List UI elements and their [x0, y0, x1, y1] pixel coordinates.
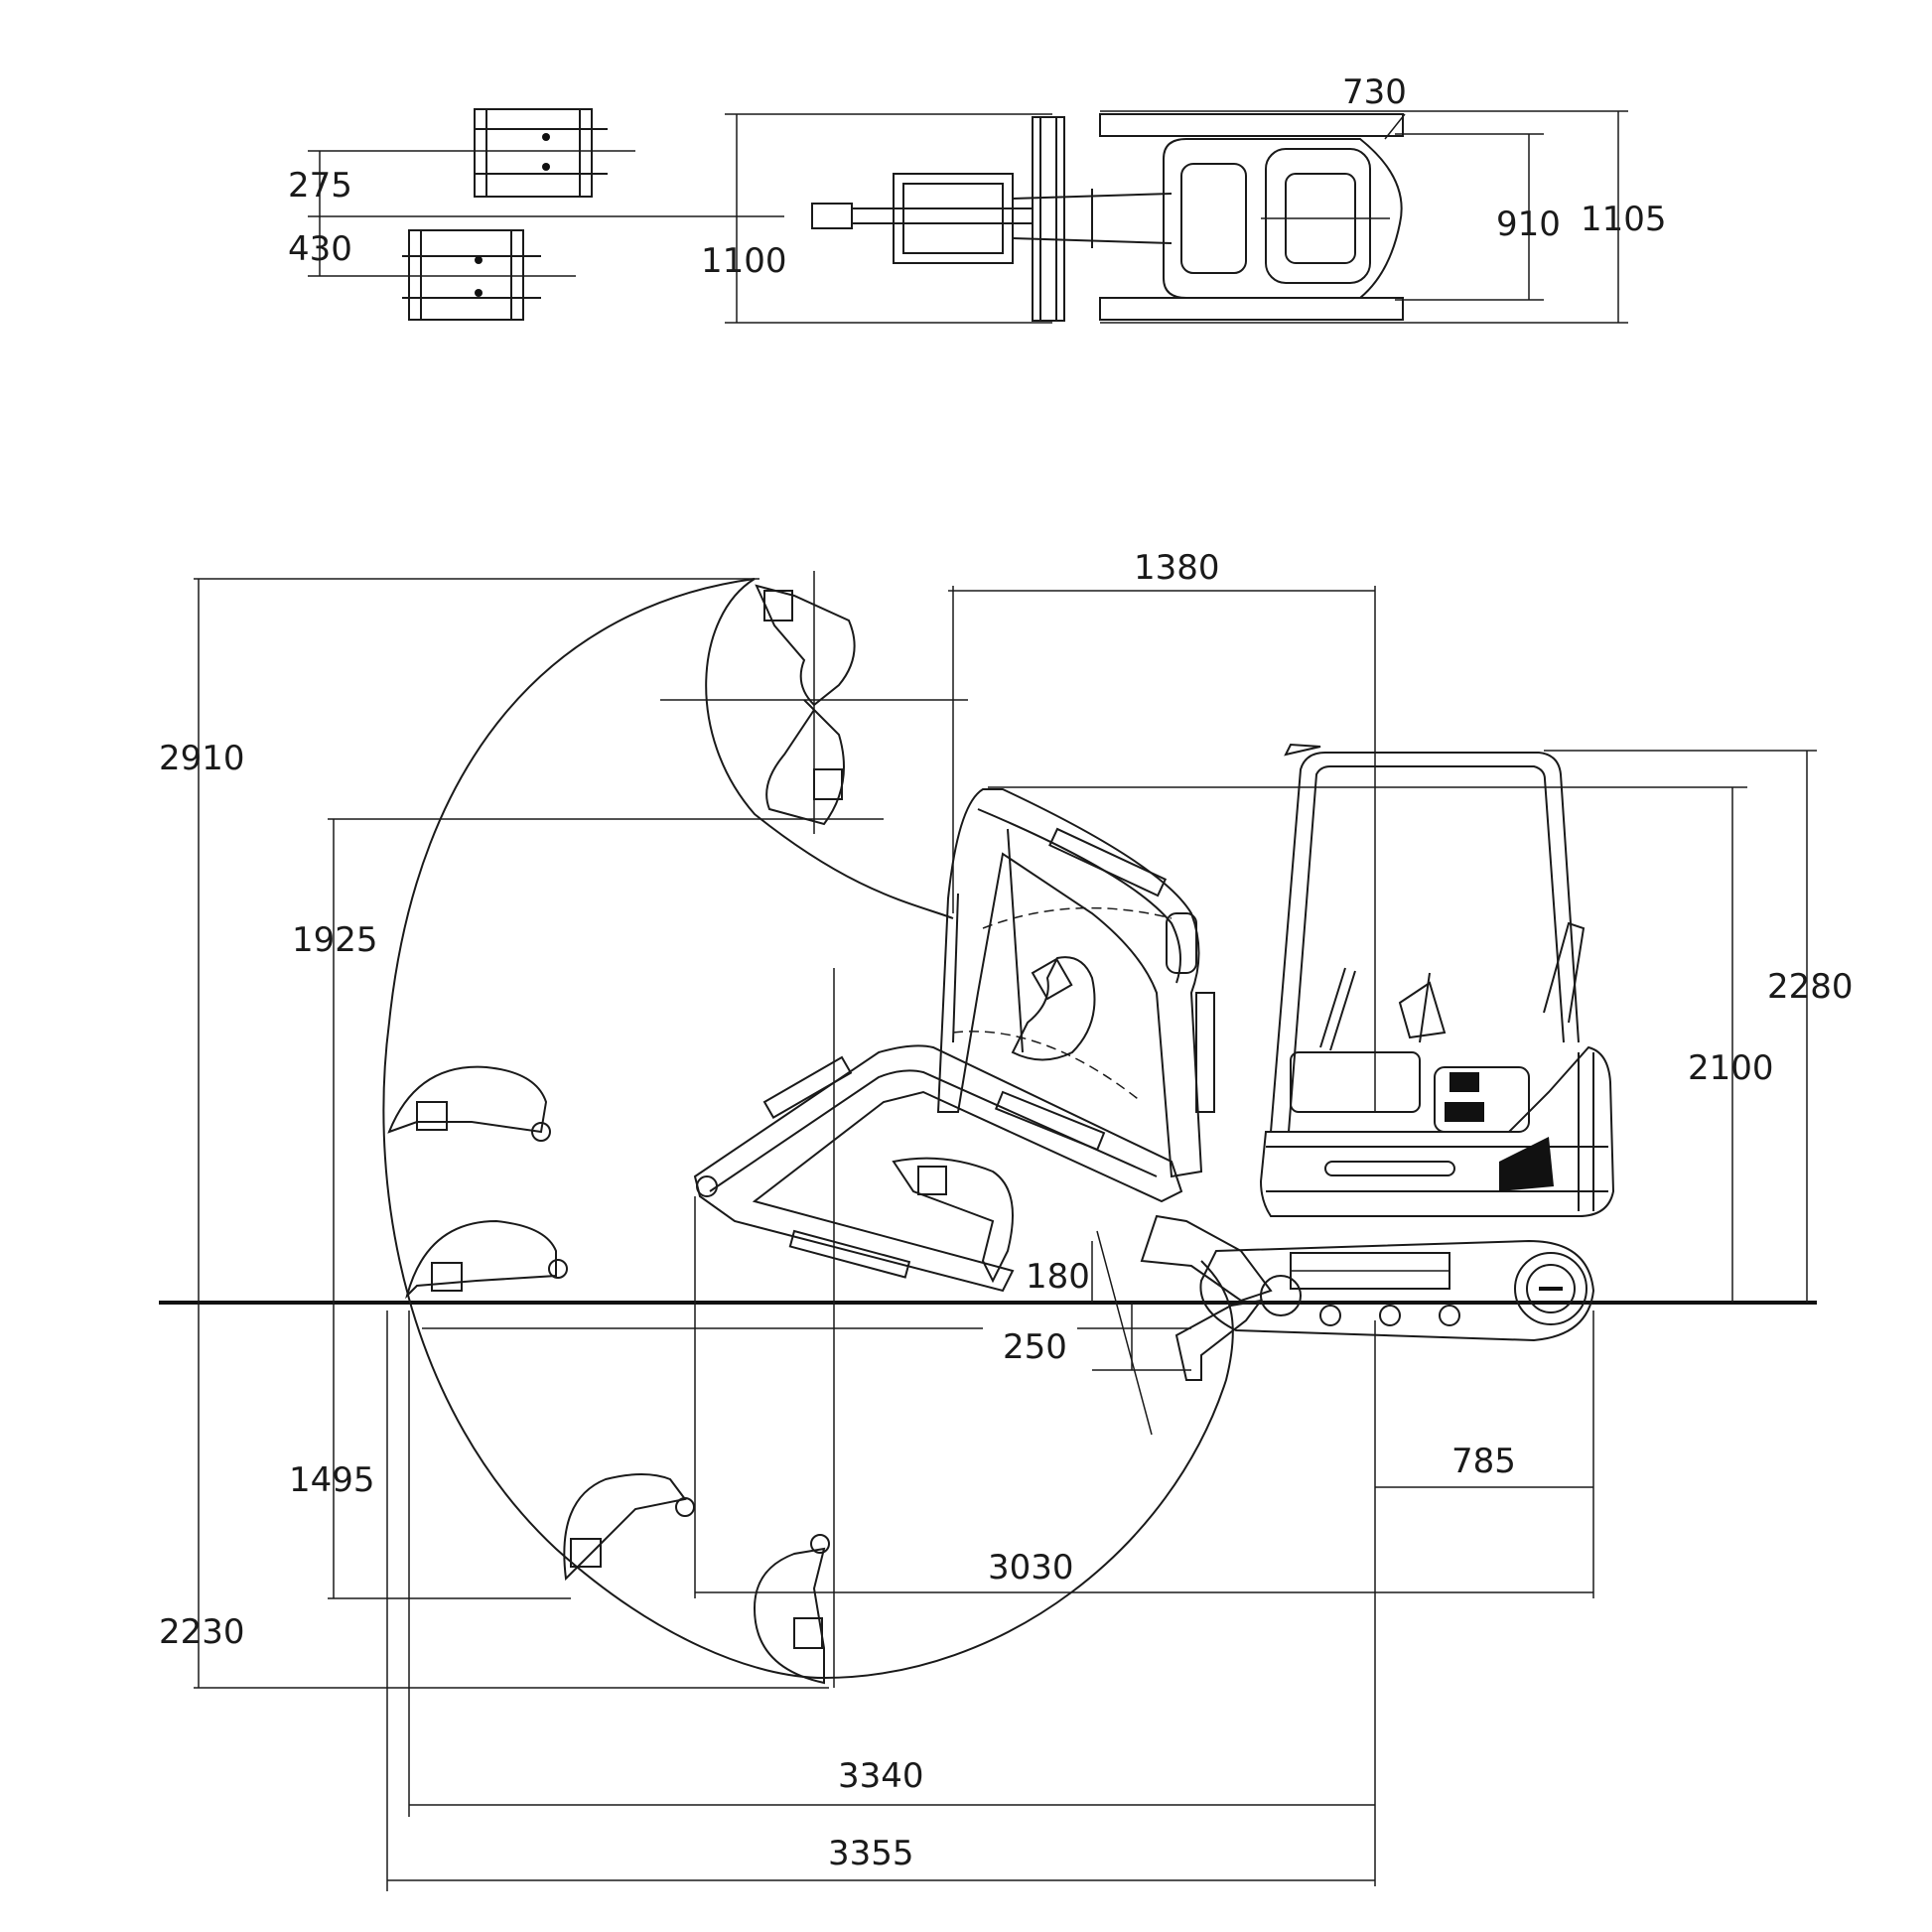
- dim-2910: 2910: [159, 739, 245, 778]
- boom-raised: [936, 788, 1215, 1178]
- dim-180: 180: [1026, 1257, 1090, 1297]
- dim-910: 910: [1496, 205, 1561, 244]
- dim-1105: 1105: [1581, 200, 1667, 239]
- undercarriage: [1199, 1239, 1595, 1342]
- dim-3030: 3030: [988, 1548, 1074, 1587]
- dim-1100: 1100: [701, 241, 787, 281]
- dim-430: 430: [288, 229, 352, 269]
- lowered-bucket: [892, 1157, 1014, 1284]
- dim-3340: 3340: [838, 1756, 924, 1796]
- top-bucket-2: [402, 229, 541, 321]
- upper-body: [1259, 1045, 1615, 1217]
- dim-1380: 1380: [1134, 548, 1220, 588]
- working-envelope: [382, 578, 1234, 1680]
- dim-2230: 2230: [159, 1612, 245, 1652]
- envelope-bucket-bottom-2: [753, 1534, 830, 1685]
- envelope-bucket-top: [755, 584, 856, 826]
- dim-275: 275: [288, 166, 352, 206]
- rops-canopy: [1270, 743, 1586, 1133]
- dim-2100: 2100: [1688, 1048, 1774, 1088]
- top-track-upper: [1099, 113, 1404, 137]
- dim-1495: 1495: [289, 1460, 375, 1500]
- top-view: 275 430 1100 730 910 1105: [288, 72, 1667, 324]
- dozer-blade: [1140, 1214, 1273, 1381]
- dim-2280: 2280: [1767, 967, 1854, 1007]
- top-blade: [1032, 116, 1065, 322]
- top-bucket-1: [474, 108, 608, 198]
- boom-lowered: [693, 1044, 1183, 1293]
- dim-3355: 3355: [828, 1834, 914, 1873]
- top-track-lower: [1099, 297, 1404, 321]
- top-boom: [811, 173, 1173, 264]
- boom-bucket: [1011, 956, 1096, 1061]
- envelope-bucket-left-2: [405, 1219, 568, 1300]
- envelope-bucket-bottom-1: [563, 1473, 695, 1582]
- dim-785: 785: [1451, 1442, 1516, 1481]
- side-view: 1380 2910 1925 1495 2230 2280 2100 180 2…: [159, 548, 1854, 1891]
- dim-1925: 1925: [292, 920, 378, 960]
- envelope-bucket-left-1: [387, 1065, 551, 1142]
- dim-730: 730: [1342, 72, 1407, 112]
- top-cab: [1163, 138, 1403, 299]
- dim-250: 250: [1003, 1327, 1067, 1367]
